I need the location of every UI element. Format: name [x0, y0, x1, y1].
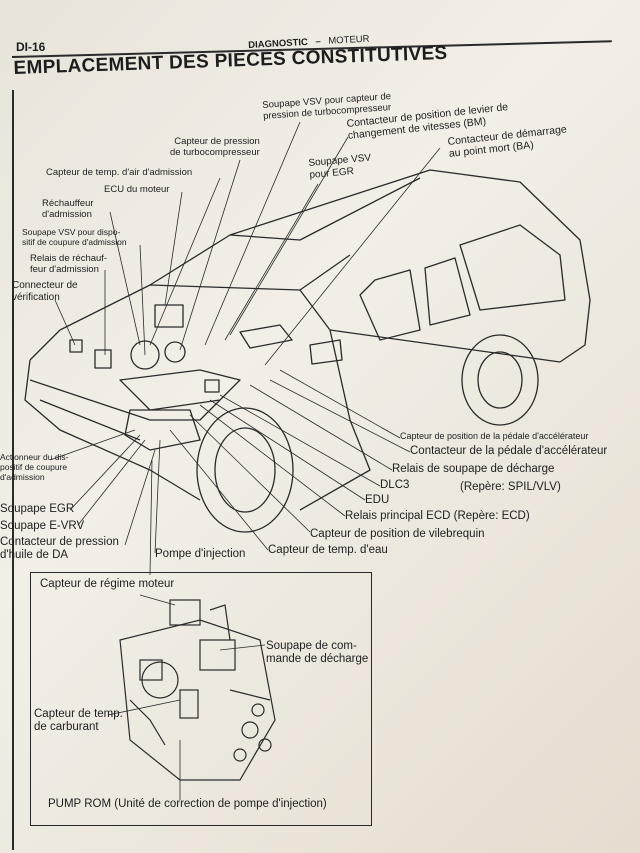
label-injection-pump: Pompe d'injection — [155, 548, 246, 560]
label-spill-mark: (Repère: SPIL/VLV) — [460, 481, 561, 493]
label-intake-cutoff-actuator: Actionneur du dis- positif de coupure d'… — [0, 452, 69, 482]
label-engine-speed-sensor: Capteur de régime moteur — [40, 578, 175, 590]
label-pedal-switch: Contacteur de la pédale d'accélérateur — [410, 445, 608, 457]
left-margin-rule — [12, 90, 14, 850]
label-egr-valve: Soupape EGR — [0, 503, 75, 515]
label-at-oil-pressure: Contacteur de pression d'huile de DA — [0, 536, 119, 561]
label-pedal-position-sensor: Capteur de position de la pédale d'accél… — [400, 431, 589, 441]
label-fuel-temp-sensor: Capteur de temp. de carburant — [34, 708, 123, 733]
label-spill-valve-relay: Relais de soupape de décharge — [392, 463, 555, 475]
label-pump-rom: PUMP ROM (Unité de correction de pompe d… — [48, 798, 327, 810]
injection-pump-inset — [30, 572, 372, 826]
label-check-connector: Connecteur de vérification — [12, 280, 78, 303]
label-vsv-intake-cutoff: Soupape VSV pour dispo- sitif de coupure… — [22, 227, 127, 247]
label-intake-air-temp: Capteur de temp. d'air d'admission — [46, 167, 193, 178]
label-ecd-main-relay: Relais principal ECD (Repère: ECD) — [345, 510, 530, 522]
label-water-temp-sensor: Capteur de temp. d'eau — [268, 544, 388, 556]
label-turbo-pressure-sensor: Capteur de pression de turbocompresseur — [170, 136, 260, 158]
label-dlc3: DLC3 — [380, 479, 410, 491]
label-engine-ecu: ECU du moteur — [104, 184, 170, 195]
label-intake-heater-relay: Relais de réchauf- feur d'admission — [30, 253, 108, 275]
label-e-vrv-valve: Soupape E-VRV — [0, 520, 85, 532]
label-crankshaft-sensor: Capteur de position de vilebrequin — [310, 528, 485, 540]
label-spill-control-valve: Soupape de com- mande de décharge — [266, 640, 369, 665]
label-edu: EDU — [365, 494, 390, 506]
page-number: DI-16 — [16, 40, 46, 54]
label-intake-heater: Réchauffeur d'admission — [42, 198, 94, 220]
